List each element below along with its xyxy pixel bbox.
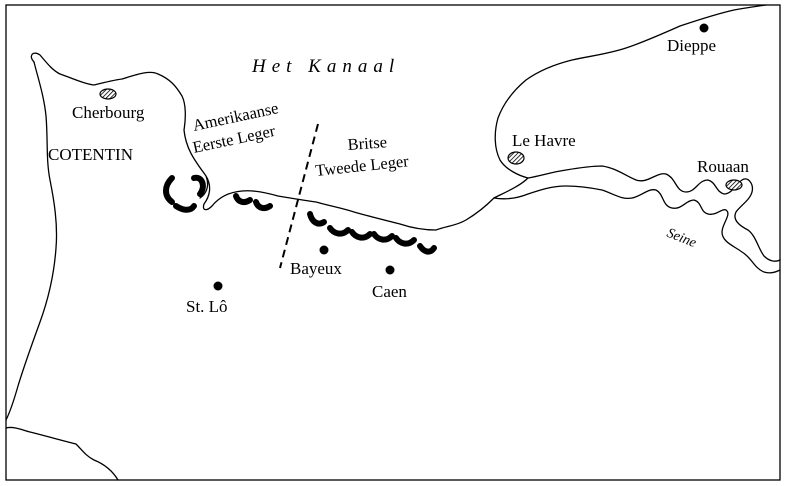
map-frame	[5, 4, 781, 481]
british-army-label-line2: Tweede Leger	[314, 151, 410, 180]
cherbourg-label: Cherbourg	[72, 103, 145, 122]
le-havre-label: Le Havre	[512, 131, 576, 150]
army-boundary-line	[279, 123, 319, 269]
st-lo-marker	[213, 281, 223, 291]
bayeux-label: Bayeux	[290, 259, 342, 278]
caen-label: Caen	[372, 282, 407, 301]
caen-marker	[385, 265, 395, 275]
sea-label: Het Kanaal	[251, 56, 400, 77]
seine-label: Seine	[665, 226, 699, 251]
rouaan-marker	[725, 179, 743, 191]
brittany-coastline	[5, 426, 119, 481]
seine-river-south-bank	[493, 185, 781, 274]
le-havre-marker	[507, 151, 525, 165]
rouaan-label: Rouaan	[697, 157, 749, 176]
dieppe-marker	[699, 23, 709, 33]
british-army-label-line1: Britse	[347, 132, 388, 154]
st-lo-label: St. Lô	[186, 297, 228, 316]
bayeux-marker	[319, 245, 329, 255]
cotentin-label: COTENTIN	[48, 145, 133, 164]
landing-zones	[163, 174, 437, 255]
west-coastline	[5, 61, 58, 421]
cherbourg-marker	[99, 88, 117, 100]
cotentin-coastline	[30, 52, 495, 231]
seine-river-north-bank	[527, 165, 781, 262]
dieppe-label: Dieppe	[667, 36, 716, 55]
north-coastline	[493, 4, 767, 199]
